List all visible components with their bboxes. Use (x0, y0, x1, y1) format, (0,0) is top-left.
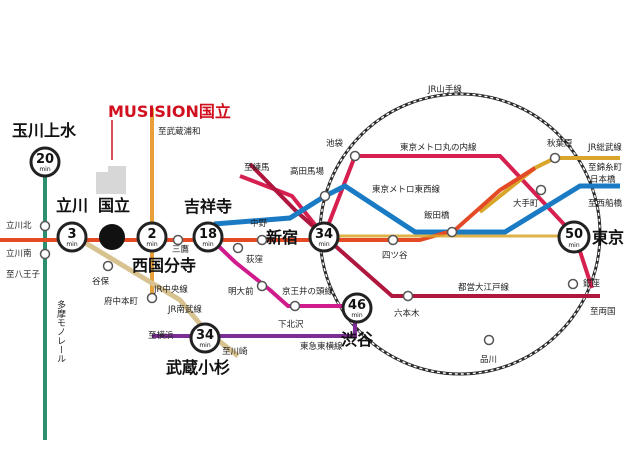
station-ring-tachikawa (56, 221, 88, 253)
line-label-nambu: JR南武線 (167, 304, 202, 315)
label-tachikawaminami: 立川南 (6, 248, 32, 259)
min-unit: min (202, 241, 214, 248)
sobu-line (478, 156, 620, 214)
station-dot-nakano (256, 234, 268, 246)
line-label-tamagawa: 多摩モノレール (55, 299, 66, 363)
station-dot-yotsuya (387, 234, 399, 246)
label-fuchuhommachi: 府中本町 (104, 296, 139, 307)
min-unit: min (146, 241, 158, 248)
label-yaho: 谷保 (92, 276, 110, 287)
line-label-tozai: 東京メトロ東西線 (372, 184, 441, 195)
label-musashiurawa: 至武蔵浦和 (158, 126, 201, 137)
marunouchi-line-west (239, 174, 326, 238)
station-name-tokyo: 東京 (592, 228, 624, 247)
label-hachioji: 至八王子 (6, 270, 41, 280)
min-unit: min (318, 241, 330, 248)
label-ogikubo: 荻窪 (246, 254, 263, 265)
station-name-nishikokubunji: 西国分寺 (132, 256, 196, 275)
line-label-inokashira: 京王井の頭線 (282, 286, 334, 297)
min-value-nishikokubunji: 2 (147, 227, 156, 242)
station-name-tamagawajosui: 玉川上水 (12, 121, 77, 140)
nambu-line (72, 233, 240, 358)
min-value-musashikosugi: 34 (196, 328, 214, 343)
label-ginza: 銀座 (583, 278, 601, 289)
label-ryogoku: 至両国 (590, 307, 616, 317)
station-dot-ikebukuro (349, 150, 361, 162)
min-unit: min (568, 242, 580, 249)
min-value-tamagawajosui: 20 (36, 152, 54, 167)
station-ring-shinjuku (308, 221, 340, 253)
building-icon (96, 166, 126, 194)
station-ring-shibuya (341, 292, 373, 324)
station-ring-tamagawajosui (29, 146, 61, 178)
station-name-kunitachi: 国立 (98, 196, 130, 215)
oedo-line (248, 162, 600, 298)
label-tachikawakita: 立川北 (6, 220, 32, 231)
inokashira-line (206, 234, 345, 308)
marunouchi-line (322, 154, 594, 289)
station-name-tachikawa: 立川 (56, 196, 88, 215)
station-name-shinjuku: 新宿 (266, 228, 298, 247)
station-dot-tachikawaminami (39, 248, 51, 260)
station-name-shibuya: 渋谷 (341, 330, 374, 349)
station-dot-shinagawa (483, 334, 495, 346)
station-dot-ginza (567, 278, 579, 290)
label-akihabara: 秋葉原 (547, 138, 573, 149)
label-roppongi: 六本木 (394, 308, 420, 319)
tozai-line (213, 183, 620, 235)
label-nishifunabashi: 至西船橋 (588, 198, 623, 209)
min-value-tachikawa: 3 (67, 227, 76, 242)
station-dot-akihabara (549, 152, 561, 164)
station-dot-tachikawakita (39, 220, 51, 232)
label-nerima: 至練馬 (244, 162, 270, 173)
station-dot-fuchuhommachi (146, 292, 158, 304)
line-label-yamanote: JR山手線 (427, 84, 462, 95)
min-value-shinjuku: 34 (315, 227, 333, 242)
line-label-toyoko: 東急東横線 (300, 341, 343, 352)
line-label-sobu: JR総武線 (587, 142, 622, 153)
label-nakano: 中野 (250, 218, 268, 229)
label-mitaka: 三鷹 (172, 244, 190, 255)
label-otemachi: 大手町 (513, 198, 539, 209)
station-dot-otemachi (535, 184, 547, 196)
kunitachi-station-marker (99, 224, 125, 250)
min-unit: min (66, 241, 78, 248)
station-ring-tokyo (557, 220, 591, 254)
label-shinagawa: 品川 (480, 355, 497, 365)
line-label-chuo: JR中央線 (153, 284, 188, 295)
min-value-kichijoji: 18 (199, 227, 217, 242)
label-ikebukuro: 池袋 (326, 138, 344, 149)
min-unit: min (351, 312, 363, 319)
station-name-kichijoji: 吉祥寺 (184, 197, 232, 216)
station-dot-mitaka (172, 234, 184, 246)
station-dot-yaho (102, 260, 114, 272)
station-dot-ogikubo (232, 242, 244, 254)
brand-title: MUSISION国立 (108, 102, 231, 121)
min-unit: min (39, 166, 51, 173)
label-kawasaki: 至川崎 (222, 346, 248, 357)
station-dot-shimokitazawa (289, 300, 301, 312)
station-ring-kichijoji (192, 221, 224, 253)
label-iidabashi: 飯田橋 (424, 210, 450, 221)
min-unit: min (199, 342, 211, 349)
min-value-shibuya: 46 (348, 298, 366, 313)
station-ring-nishikokubunji (136, 221, 168, 253)
min-value-tokyo: 50 (565, 227, 583, 242)
station-dot-iidabashi (446, 226, 458, 238)
station-dot-roppongi (402, 290, 414, 302)
station-ring-musashikosugi (189, 322, 221, 354)
station-name-musashikosugi: 武蔵小杉 (166, 358, 230, 377)
label-takadanobaba: 高田馬場 (290, 166, 325, 177)
label-yotsuya: 四ツ谷 (382, 251, 408, 261)
line-label-oedo: 都営大江戸線 (458, 282, 510, 293)
label-meidaimae: 明大前 (228, 286, 254, 297)
label-shimokitazawa: 下北沢 (278, 319, 304, 330)
station-dot-meidaimae (256, 280, 268, 292)
label-yokohama: 至横浜 (148, 330, 174, 341)
station-dot-takadanobaba (319, 190, 331, 202)
label-kinshicho: 至錦糸町 (588, 162, 623, 173)
line-label-marunouchi: 東京メトロ丸の内線 (400, 142, 477, 153)
label-nihombashi: 日本橋 (590, 174, 616, 185)
